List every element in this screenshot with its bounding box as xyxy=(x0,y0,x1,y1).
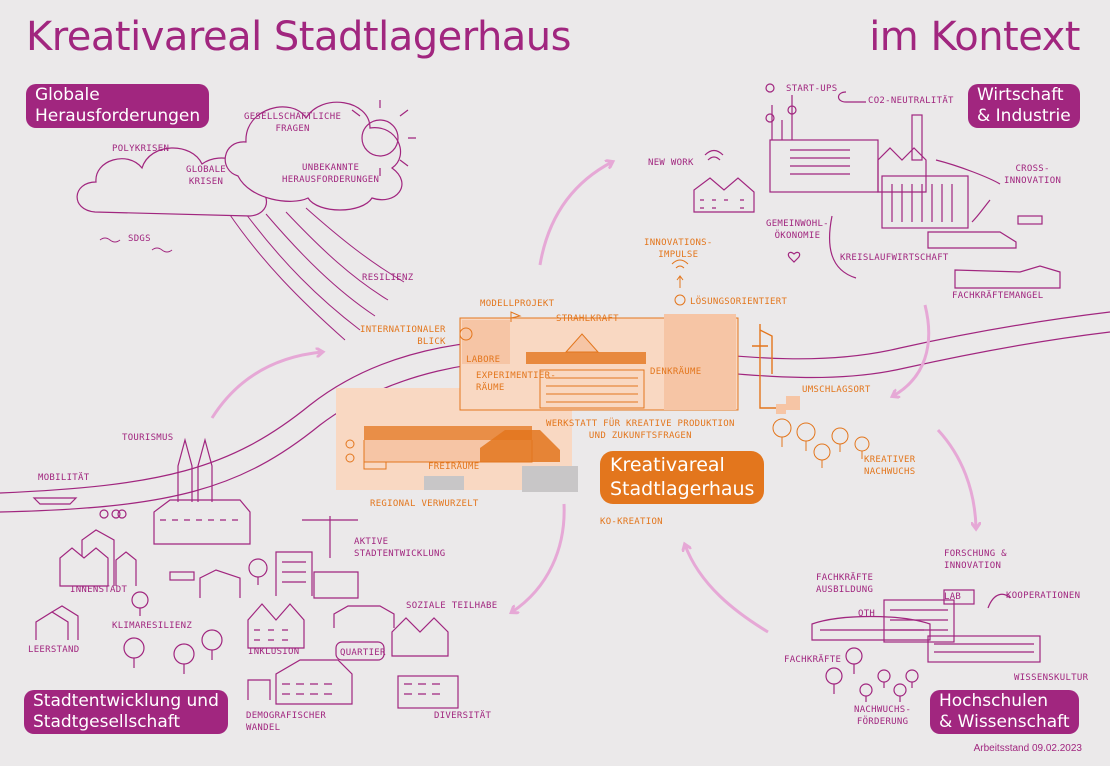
label-globale-krisen: GlobaleKrisen xyxy=(186,165,227,187)
university-buildings xyxy=(811,589,1041,702)
main-title: Kreativareal Stadtlagerhaus xyxy=(26,14,572,60)
label-gemeinwohl: Gemeinwohl-ökonomie xyxy=(766,219,829,241)
label-unbekannte: unbekannteHerausforderungen xyxy=(282,163,380,185)
category-stadt: Stadtentwicklung und Stadtgesellschaft xyxy=(24,690,228,734)
label-demografischer: demografischerWandel xyxy=(246,711,327,733)
center-title: Kreativareal Stadtlagerhaus xyxy=(600,451,765,504)
arrow-stadt-to-center xyxy=(210,352,322,419)
label-innovationsimpulse: Innovations-impulse xyxy=(644,238,713,260)
arrow-wirtschaft-down xyxy=(893,304,931,396)
label-nachwuchsfoerderung: Nachwuchs-förderung xyxy=(854,705,912,727)
arrow-to-wirtschaft xyxy=(538,162,612,266)
label-sdgs: SDGs xyxy=(128,234,151,244)
resilience-lines xyxy=(227,207,405,341)
label-mobilitaet: Mobilität xyxy=(38,473,90,483)
label-fachkraefte-ausbildung: Fachkräfteausbildung xyxy=(816,573,874,595)
category-wirtschaft: Wirtschaft & Industrie xyxy=(968,84,1080,128)
label-kooperationen: Kooperationen xyxy=(1006,591,1081,601)
label-lab: LAB xyxy=(944,592,962,602)
label-oth: OTH xyxy=(858,609,876,619)
label-inklusion: Inklusion xyxy=(248,647,300,657)
label-fachkraeftemangel: Fachkräftemangel xyxy=(952,291,1044,301)
label-strahlkraft: Strahlkraft xyxy=(556,314,619,324)
arrow-to-stadt xyxy=(512,503,566,612)
industry-buildings xyxy=(693,83,1061,289)
label-loesungsorientiert: lösungsorientiert xyxy=(690,297,788,307)
label-quartier: Quartier xyxy=(340,648,386,658)
label-innenstadt: Innenstadt xyxy=(70,585,128,595)
label-aktive-stadtentwicklung: aktiveStadtentwicklung xyxy=(354,537,446,559)
label-wissenskultur: Wissenskultur xyxy=(1014,673,1089,683)
category-hochschulen: Hochschulen & Wissenschaft xyxy=(930,690,1079,734)
label-new-work: New Work xyxy=(648,158,694,168)
sun-icon xyxy=(351,100,416,176)
label-klimaresilienz: Klimaresilienz xyxy=(112,621,193,631)
central-complex xyxy=(336,259,870,492)
label-resilienz: Resilienz xyxy=(362,273,414,283)
label-leerstand: Leerstand xyxy=(28,645,80,655)
arrow-hochschulen-to-center xyxy=(685,545,769,634)
label-internationaler-blick: InternationalerBlick xyxy=(360,325,446,347)
label-start-ups: Start-ups xyxy=(786,84,838,94)
label-diversitaet: Diversität xyxy=(434,711,492,721)
label-umschlagsort: Umschlagsort xyxy=(802,385,871,395)
label-werkstatt: Werkstatt für kreative Produktionund Zuk… xyxy=(546,419,735,441)
label-kreativer-nachwuchs: kreativerNachwuchs xyxy=(864,455,916,477)
city-buildings xyxy=(32,437,459,709)
label-denkraeume: Denkräume xyxy=(650,367,702,377)
title-context: im Kontext xyxy=(869,14,1080,60)
sdgs-waves xyxy=(99,237,173,253)
category-global: Globale Herausforderungen xyxy=(26,84,210,128)
arrow-to-hochschulen xyxy=(936,428,976,528)
label-kreislauf: Kreislaufwirtschaft xyxy=(840,253,949,263)
label-soziale-teilhabe: soziale Teilhabe xyxy=(406,601,498,611)
label-co2: CO2-Neutralität xyxy=(868,96,954,106)
cloud-cluster xyxy=(76,101,403,217)
label-fachkraefte: Fachkräfte xyxy=(784,655,842,665)
label-modellprojekt: Modellprojekt xyxy=(480,299,555,309)
label-experimentier: Experimentier-räume xyxy=(476,371,557,393)
date-stamp: Arbeitsstand 09.02.2023 xyxy=(973,743,1082,754)
label-forschung: Forschung &Innovation xyxy=(944,549,1007,571)
label-regional: regional verwurzelt xyxy=(370,499,479,509)
label-freiraeume: Freiräume xyxy=(428,462,480,472)
label-polykrisen: Polykrisen xyxy=(112,144,170,154)
label-ko-kreation: Ko-Kreation xyxy=(600,517,663,527)
flow-arrows xyxy=(210,162,976,634)
label-tourismus: Tourismus xyxy=(122,433,174,443)
label-labore: Labore xyxy=(466,355,501,365)
label-gesellschaftliche-fragen: GesellschaftlicheFragen xyxy=(244,112,342,134)
label-cross-innovation: Cross-Innovation xyxy=(1004,164,1062,186)
